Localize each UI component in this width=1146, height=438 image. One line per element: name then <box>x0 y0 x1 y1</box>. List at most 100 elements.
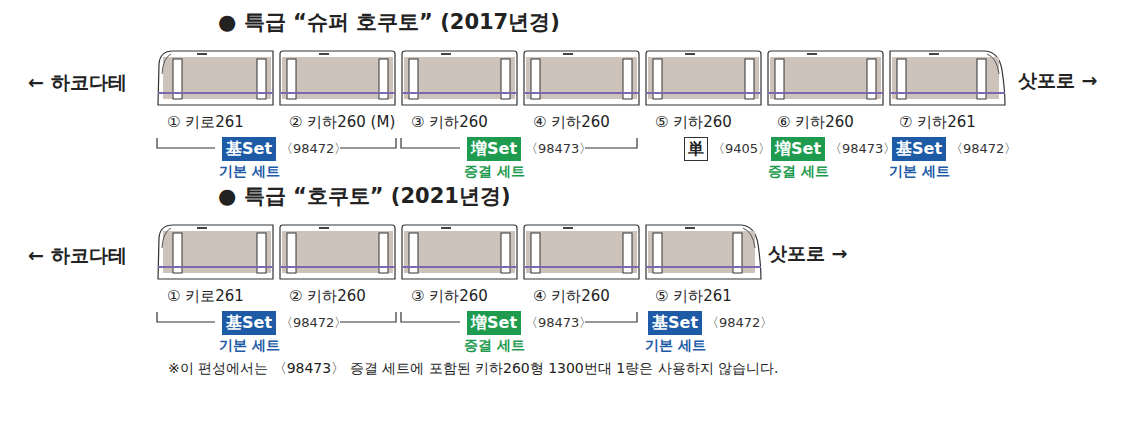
car-label: ⑥ 키하260 <box>777 113 884 132</box>
cab-window <box>987 54 999 74</box>
purple-stripe <box>646 92 761 94</box>
product-code: 〈98473〉 <box>525 140 592 158</box>
roof-detail <box>563 227 573 229</box>
set-badge: 基Set〈98472〉기본 세트 <box>892 137 1017 181</box>
car-outline <box>646 51 761 105</box>
railcar: ③ 키하260 <box>401 50 518 132</box>
car-outline <box>768 51 883 105</box>
railcar-illustration <box>645 50 762 106</box>
purple-stripe <box>280 266 395 268</box>
roof-detail <box>563 53 573 55</box>
purple-stripe <box>402 92 517 94</box>
railcar-illustration <box>645 224 762 280</box>
car-outline <box>402 51 517 105</box>
purple-stripe <box>890 92 1005 94</box>
product-code: 〈98473〉 <box>525 314 592 332</box>
set-badge: 増Set〈98473〉증결 세트 <box>771 137 896 181</box>
cab-window <box>162 228 171 248</box>
railcar-illustration <box>767 50 884 106</box>
railcar-illustration <box>279 50 396 106</box>
railcar: ① 키로261 <box>157 50 274 132</box>
purple-stripe <box>646 266 761 268</box>
title: ● 특급 “호쿠토” (2021년경) <box>218 182 511 210</box>
car-outline <box>402 225 517 279</box>
car-label: ② 키하260 <box>289 287 396 306</box>
car-label: ④ 키하260 <box>533 113 640 132</box>
roof-detail <box>685 53 695 55</box>
car-label: ① 키로261 <box>167 113 274 132</box>
car-label: ⑤ 키하261 <box>655 287 762 306</box>
set-badge-box: 基Set <box>892 137 946 161</box>
badge-row: 増Set〈98473〉 <box>467 311 592 335</box>
product-code: 〈98472〉 <box>950 140 1017 158</box>
railcar-illustration <box>523 50 640 106</box>
railcar: ⑤ 키하260 <box>645 50 762 132</box>
railcar-illustration <box>401 224 518 280</box>
badge-row: 基Set〈98472〉 <box>892 137 1017 161</box>
purple-stripe <box>158 92 273 94</box>
cab-window <box>162 54 171 74</box>
railcar: ② 키하260 (M) <box>279 50 396 132</box>
bracket-line <box>157 312 396 322</box>
railcar-illustration <box>157 50 274 106</box>
roof-detail <box>929 53 939 55</box>
set-badge: 基Set〈98472〉 기본 세트 <box>648 311 773 355</box>
car-label: ⑤ 키하260 <box>655 113 762 132</box>
railcar: ⑦ 키하261 <box>889 50 1006 132</box>
roof-detail <box>197 53 207 55</box>
car-outline <box>524 51 639 105</box>
set-name: 기본 세트 <box>219 337 280 355</box>
railcar-illustration <box>279 224 396 280</box>
roof-detail <box>441 53 451 55</box>
badge-row: 基Set〈98472〉 <box>222 311 347 335</box>
railcar: ④ 키하260 <box>523 224 640 306</box>
railcar: ③ 키하260 <box>401 224 518 306</box>
product-code: 〈98473〉 <box>829 140 896 158</box>
purple-stripe <box>158 266 273 268</box>
set-badge: 増Set〈98473〉증결 세트 <box>467 311 592 355</box>
car-label: ③ 키하260 <box>411 287 518 306</box>
purple-stripe <box>524 266 639 268</box>
set-badge: 単〈9405〉 <box>684 137 771 161</box>
purple-stripe <box>402 266 517 268</box>
badge-row: 増Set〈98473〉 <box>771 137 896 161</box>
car-label: ② 키하260 (M) <box>289 113 396 132</box>
product-code: 〈98472〉 <box>280 140 347 158</box>
car-outline <box>280 51 395 105</box>
car-outline <box>646 225 761 279</box>
product-code: 〈9405〉 <box>712 140 771 158</box>
set-badge-box: 基Set <box>222 137 276 161</box>
set-name: 증결 세트 <box>464 337 525 355</box>
purple-stripe <box>768 92 883 94</box>
car-outline <box>158 51 273 105</box>
direction-label: ← 하코다테 <box>28 70 127 96</box>
set-badge-box: 基Set <box>222 311 276 335</box>
direction-label: ← 하코다테 <box>28 243 127 269</box>
set-badge: 基Set〈98472〉기본 세트 <box>222 137 347 181</box>
car-outline <box>524 225 639 279</box>
roof-detail <box>197 227 207 229</box>
railcar: ⑥ 키하260 <box>767 50 884 132</box>
badge-row: 増Set〈98473〉 <box>467 137 592 161</box>
set-name: 증결 세트 <box>768 163 829 181</box>
roof-detail <box>807 53 817 55</box>
set-name: 기본 세트 <box>645 337 706 355</box>
car-outline <box>890 51 1005 105</box>
cab-window <box>743 228 755 248</box>
set-name: 기본 세트 <box>889 163 950 181</box>
set-badge-box: 増Set <box>771 137 825 161</box>
roof-detail <box>685 227 695 229</box>
set-badge: 基Set〈98472〉기본 세트 <box>222 311 347 355</box>
railcar-illustration <box>523 224 640 280</box>
badge-row: 基Set〈98472〉 <box>648 311 773 335</box>
badge-row: 基Set〈98472〉 <box>222 137 347 161</box>
set-badge-box: 単 <box>684 137 708 161</box>
set-badge-box: 増Set <box>467 311 521 335</box>
railcar: ⑤ 키하261 <box>645 224 762 306</box>
set-badge: 増Set〈98473〉 증결 세트 <box>467 137 592 181</box>
product-code: 〈98472〉 <box>280 314 347 332</box>
railcar: ② 키하260 <box>279 224 396 306</box>
railcar-illustration <box>401 50 518 106</box>
set-name: 증결 세트 <box>464 163 525 181</box>
roof-detail <box>441 227 451 229</box>
